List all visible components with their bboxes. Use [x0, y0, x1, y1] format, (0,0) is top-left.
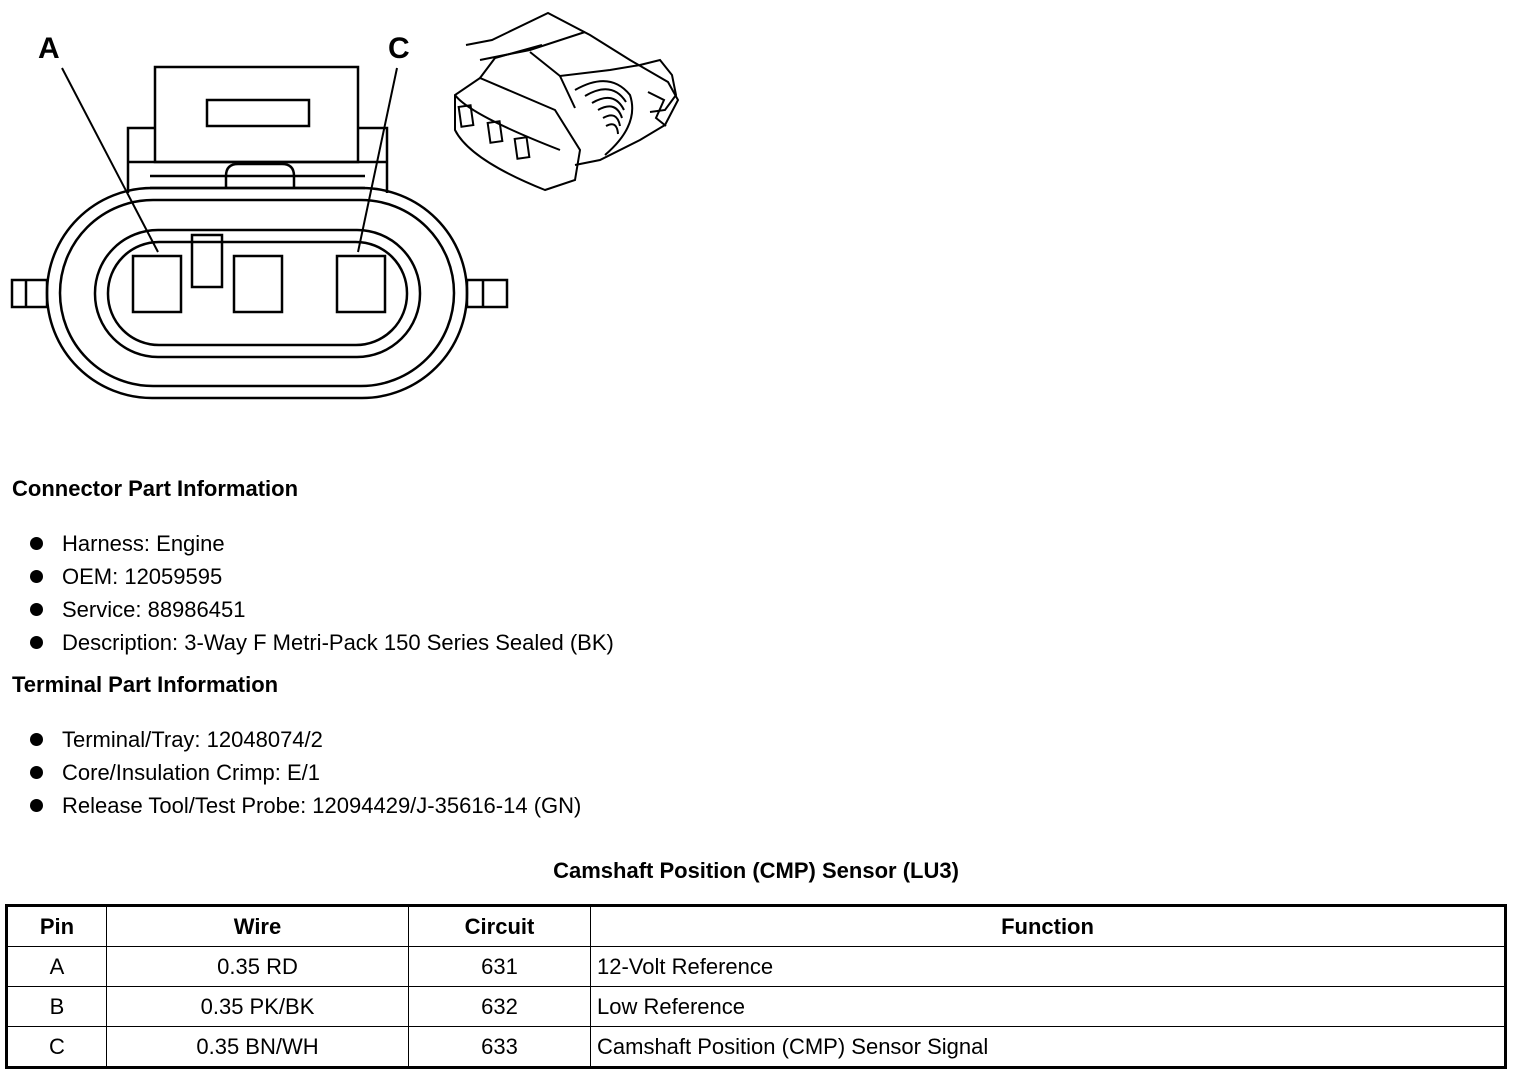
table-row: C 0.35 BN/WH 633 Camshaft Position (CMP)…	[6, 1026, 1506, 1068]
column-header-circuit: Circuit	[408, 905, 591, 947]
function-cell: Low Reference	[590, 986, 1506, 1027]
circuit-cell: 633	[408, 1026, 591, 1068]
column-header-function: Function	[590, 905, 1506, 947]
terminal-part-info-list: Terminal/Tray: 12048074/2 Core/Insulatio…	[28, 723, 581, 822]
pin-cell: A	[6, 946, 107, 987]
function-cell: 12-Volt Reference	[590, 946, 1506, 987]
bullet-icon	[30, 799, 43, 812]
circuit-cell: 631	[408, 946, 591, 987]
list-item: Release Tool/Test Probe: 12094429/J-3561…	[28, 789, 581, 822]
list-item: Description: 3-Way F Metri-Pack 150 Seri…	[28, 626, 614, 659]
pin-cell: C	[6, 1026, 107, 1068]
terminal-part-info-heading: Terminal Part Information	[12, 672, 279, 697]
bullet-icon	[30, 733, 43, 746]
connector-diagram: A C	[10, 11, 680, 400]
bullet-icon	[30, 766, 43, 779]
table-row: A 0.35 RD 631 12-Volt Reference	[6, 946, 1506, 987]
bullet-icon	[30, 537, 43, 550]
callout-a: A	[38, 32, 60, 65]
list-item: Core/Insulation Crimp: E/1	[28, 756, 581, 789]
cavity-c	[335, 254, 387, 314]
cavity-b	[232, 254, 284, 314]
column-header-wire: Wire	[106, 905, 409, 947]
pin-cell: B	[6, 986, 107, 1027]
list-item: Terminal/Tray: 12048074/2	[28, 723, 581, 756]
list-item: OEM: 12059595	[28, 560, 614, 593]
callout-a-leader	[61, 67, 159, 253]
connector-part-info-list: Harness: Engine OEM: 12059595 Service: 8…	[28, 527, 614, 659]
list-item: Harness: Engine	[28, 527, 614, 560]
wire-cell: 0.35 PK/BK	[106, 986, 409, 1027]
circuit-cell: 632	[408, 986, 591, 1027]
wire-cell: 0.35 RD	[106, 946, 409, 987]
connector-3d-view	[454, 11, 680, 192]
connector-body	[10, 186, 509, 400]
pinout-table: Pin Wire Circuit Function A 0.35 RD 631 …	[5, 904, 1507, 1069]
table-header-row: Pin Wire Circuit Function	[6, 905, 1506, 947]
wire-cell: 0.35 BN/WH	[106, 1026, 409, 1068]
table-row: B 0.35 PK/BK 632 Low Reference	[6, 986, 1506, 1027]
callout-c-leader	[357, 67, 398, 253]
bullet-icon	[30, 636, 43, 649]
bullet-icon	[30, 570, 43, 583]
bullet-icon	[30, 603, 43, 616]
connector-part-info-heading: Connector Part Information	[12, 476, 299, 501]
connector-latch-housing	[126, 65, 389, 193]
list-item: Service: 88986451	[28, 593, 614, 626]
column-header-pin: Pin	[6, 905, 107, 947]
table-title: Camshaft Position (CMP) Sensor (LU3)	[553, 858, 959, 883]
function-cell: Camshaft Position (CMP) Sensor Signal	[590, 1026, 1506, 1068]
callout-c: C	[388, 32, 410, 65]
cavity-a	[131, 254, 183, 314]
